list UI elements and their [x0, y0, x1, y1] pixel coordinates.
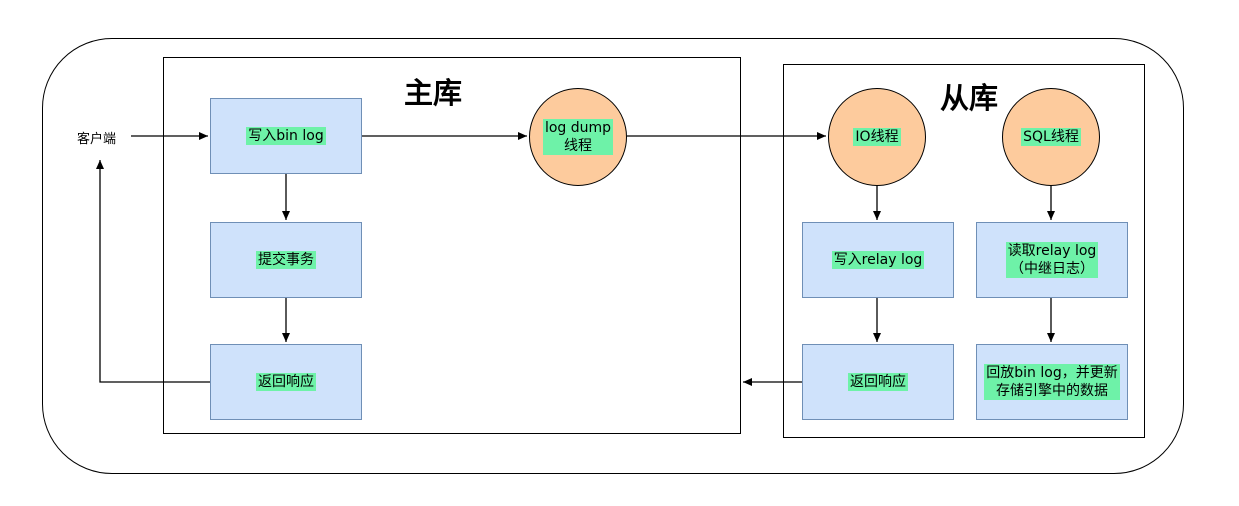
- client-label: 客户端: [77, 132, 117, 147]
- read-relay-log-box: 读取relay log （中继日志）: [976, 222, 1128, 298]
- sql-thread-label: SQL线程: [1021, 128, 1081, 146]
- io-thread-label: IO线程: [853, 128, 901, 146]
- master-response-box: 返回响应: [210, 344, 362, 420]
- slave-response-box: 返回响应: [802, 344, 954, 420]
- system-boundary: [42, 38, 1184, 474]
- write-relay-log-label: 写入relay log: [831, 251, 925, 269]
- write-binlog-box: 写入bin log: [210, 98, 362, 174]
- commit-transaction-label: 提交事务: [256, 251, 316, 269]
- master-response-label: 返回响应: [256, 373, 316, 391]
- write-binlog-label: 写入bin log: [246, 127, 326, 145]
- sql-thread-node: SQL线程: [1002, 88, 1100, 186]
- commit-transaction-box: 提交事务: [210, 222, 362, 298]
- read-relay-log-label: 读取relay log （中继日志）: [1005, 242, 1099, 278]
- slave-title: 从库: [940, 81, 999, 115]
- log-dump-thread-node: log dump 线程: [529, 88, 627, 186]
- log-dump-thread-label: log dump 线程: [542, 119, 614, 155]
- arrow-response-to-client: [96, 160, 210, 383]
- master-title: 主库: [404, 76, 463, 110]
- replay-binlog-box: 回放bin log，并更新 存储引擎中的数据: [976, 344, 1128, 420]
- write-relay-log-box: 写入relay log: [802, 222, 954, 298]
- io-thread-node: IO线程: [828, 88, 926, 186]
- slave-response-label: 返回响应: [848, 373, 908, 391]
- replay-binlog-label: 回放bin log，并更新 存储引擎中的数据: [984, 364, 1120, 400]
